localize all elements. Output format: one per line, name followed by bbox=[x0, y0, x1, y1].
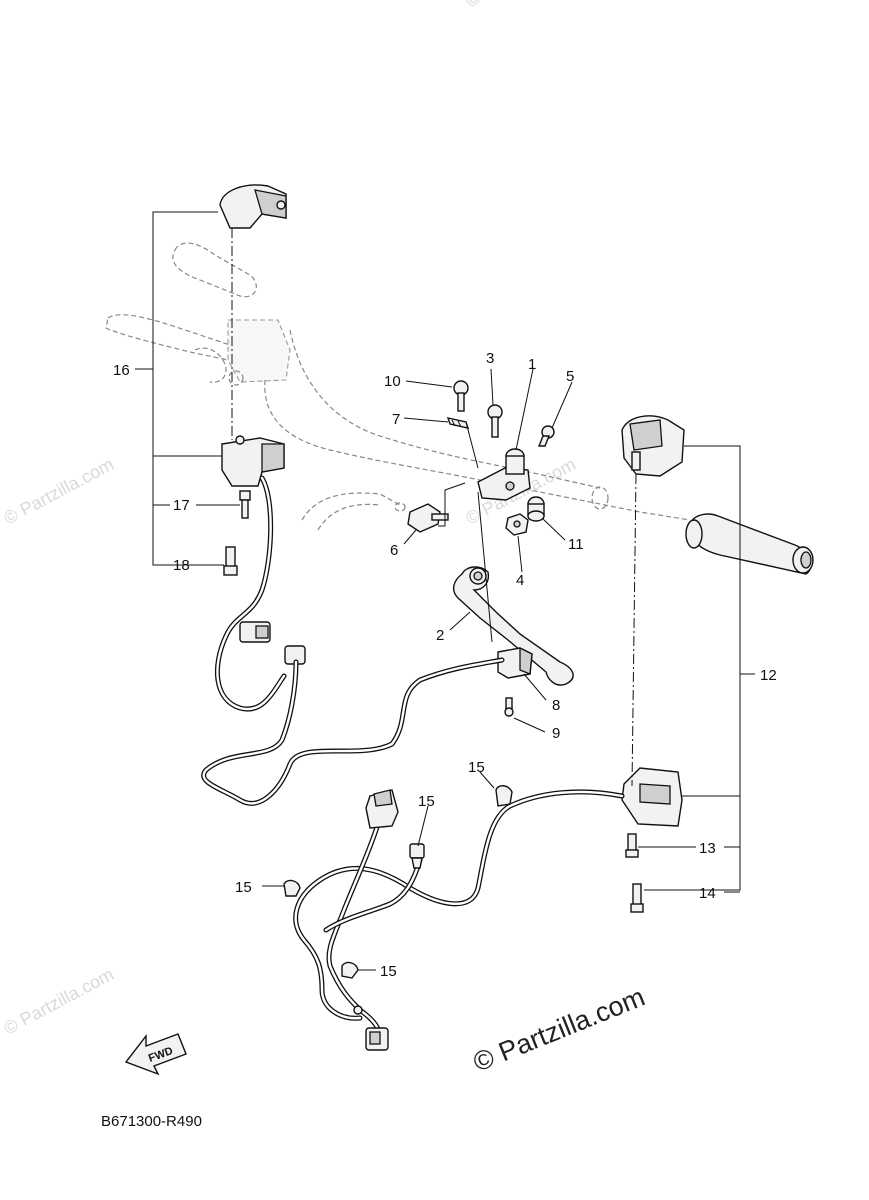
right-switch-wiring bbox=[293, 789, 625, 1051]
collar-11 bbox=[527, 496, 545, 522]
callout-2: 2 bbox=[436, 627, 444, 644]
bolt-10 bbox=[453, 380, 469, 412]
right-switch-upper-housing bbox=[621, 415, 685, 477]
left-switch-wiring bbox=[201, 475, 505, 806]
callout-13: 13 bbox=[699, 840, 716, 857]
right-grip bbox=[685, 513, 814, 575]
callout-16: 16 bbox=[113, 362, 130, 379]
callout-11: 11 bbox=[568, 536, 584, 553]
screw-9 bbox=[504, 697, 514, 717]
pin-7 bbox=[446, 417, 470, 429]
callout-12: 12 bbox=[760, 667, 777, 684]
callout-8: 8 bbox=[552, 697, 560, 714]
diagram-code: B671300-R490 bbox=[101, 1113, 202, 1130]
left-switch-lower-housing bbox=[221, 435, 285, 487]
screw-17 bbox=[239, 490, 251, 519]
callout-7: 7 bbox=[392, 411, 400, 428]
clamp-15-upper-mid bbox=[409, 843, 425, 869]
nut-4 bbox=[505, 513, 529, 536]
screw-5 bbox=[537, 425, 555, 447]
callout-3: 3 bbox=[486, 350, 494, 367]
callout-1: 1 bbox=[528, 356, 536, 373]
callouts: 3 1 5 10 7 6 11 4 2 8 9 16 17 18 12 13 1… bbox=[113, 350, 777, 980]
watermark-main: © Partzilla.com bbox=[469, 982, 649, 1078]
watermark-faint-bottom-left: © Partzilla.com bbox=[0, 964, 116, 1039]
callout-15-left: 15 bbox=[235, 879, 252, 896]
callout-9: 9 bbox=[552, 725, 560, 742]
screw-13 bbox=[625, 833, 639, 858]
lever-2 bbox=[452, 566, 574, 686]
callout-4: 4 bbox=[516, 572, 524, 589]
fwd-arrow: FWD bbox=[124, 1033, 187, 1076]
screw-14 bbox=[630, 883, 644, 913]
callout-5: 5 bbox=[566, 368, 574, 385]
watermark-faint-left: © Partzilla.com bbox=[0, 454, 116, 529]
callout-10: 10 bbox=[384, 373, 401, 390]
callout-14: 14 bbox=[699, 885, 716, 902]
callout-15-upper-mid: 15 bbox=[418, 793, 435, 810]
clamp-15-top bbox=[495, 785, 513, 807]
callout-6: 6 bbox=[390, 542, 398, 559]
ghost-handlebar-assembly bbox=[105, 242, 691, 531]
adjuster-6 bbox=[407, 503, 449, 533]
clamp-15-lower bbox=[341, 961, 359, 979]
switch-8 bbox=[497, 646, 533, 679]
right-switch-center-line bbox=[631, 473, 637, 787]
callout-17: 17 bbox=[173, 497, 190, 514]
leader-lines bbox=[135, 211, 755, 971]
watermark-faint-top: © Partzilla.com bbox=[462, 0, 578, 12]
lever-holder-1 bbox=[477, 448, 531, 501]
screw-18 bbox=[223, 546, 238, 576]
right-switch-lower-housing bbox=[621, 767, 683, 827]
callout-18: 18 bbox=[173, 557, 190, 574]
clamp-15-left bbox=[283, 879, 301, 897]
bolt-3 bbox=[487, 404, 503, 438]
callout-15-lower: 15 bbox=[380, 963, 397, 980]
left-switch-upper-housing bbox=[219, 184, 287, 229]
callout-15-top: 15 bbox=[468, 759, 485, 776]
